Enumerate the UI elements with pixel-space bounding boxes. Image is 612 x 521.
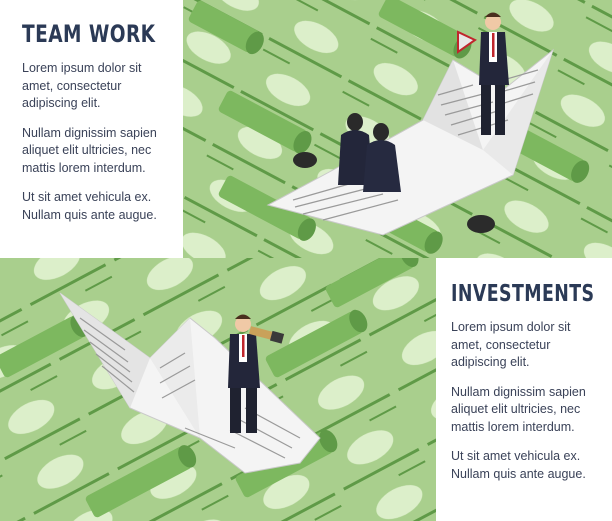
- investments-paragraph-2: Nullam dignissim sapien aliquet elit ult…: [451, 384, 586, 434]
- investments-paragraph-1: Lorem ipsum dolor sit amet, consectetur …: [451, 320, 571, 369]
- investments-illustration: [0, 258, 436, 521]
- team-work-paragraph-1: Lorem ipsum dolor sit amet, consectetur …: [22, 61, 142, 110]
- investments-title: INVESTMENTS: [451, 281, 595, 307]
- team-work-paragraph-3: Ut sit amet vehicula ex. Nullam quis ant…: [22, 190, 157, 222]
- seated-businessmen: [338, 113, 401, 192]
- team-work-paragraph-2: Nullam dignissim sapien aliquet elit ult…: [22, 125, 157, 175]
- investments-text-panel: INVESTMENTS Lorem ipsum dolor sit amet, …: [451, 281, 601, 483]
- investments-paragraph-3: Ut sit amet vehicula ex. Nullam quis ant…: [451, 449, 586, 481]
- computer-mouse-2: [293, 152, 317, 168]
- computer-mouse: [467, 215, 495, 233]
- team-work-scene: [183, 0, 612, 258]
- team-work-illustration: [183, 0, 612, 258]
- investments-scene: [0, 258, 436, 521]
- businessman-with-megaphone: [457, 12, 509, 135]
- team-work-text-panel: TEAM WORK Lorem ipsum dolor sit amet, co…: [22, 20, 174, 224]
- team-work-title: TEAM WORK: [22, 20, 156, 48]
- businessman-with-telescope: [228, 314, 285, 433]
